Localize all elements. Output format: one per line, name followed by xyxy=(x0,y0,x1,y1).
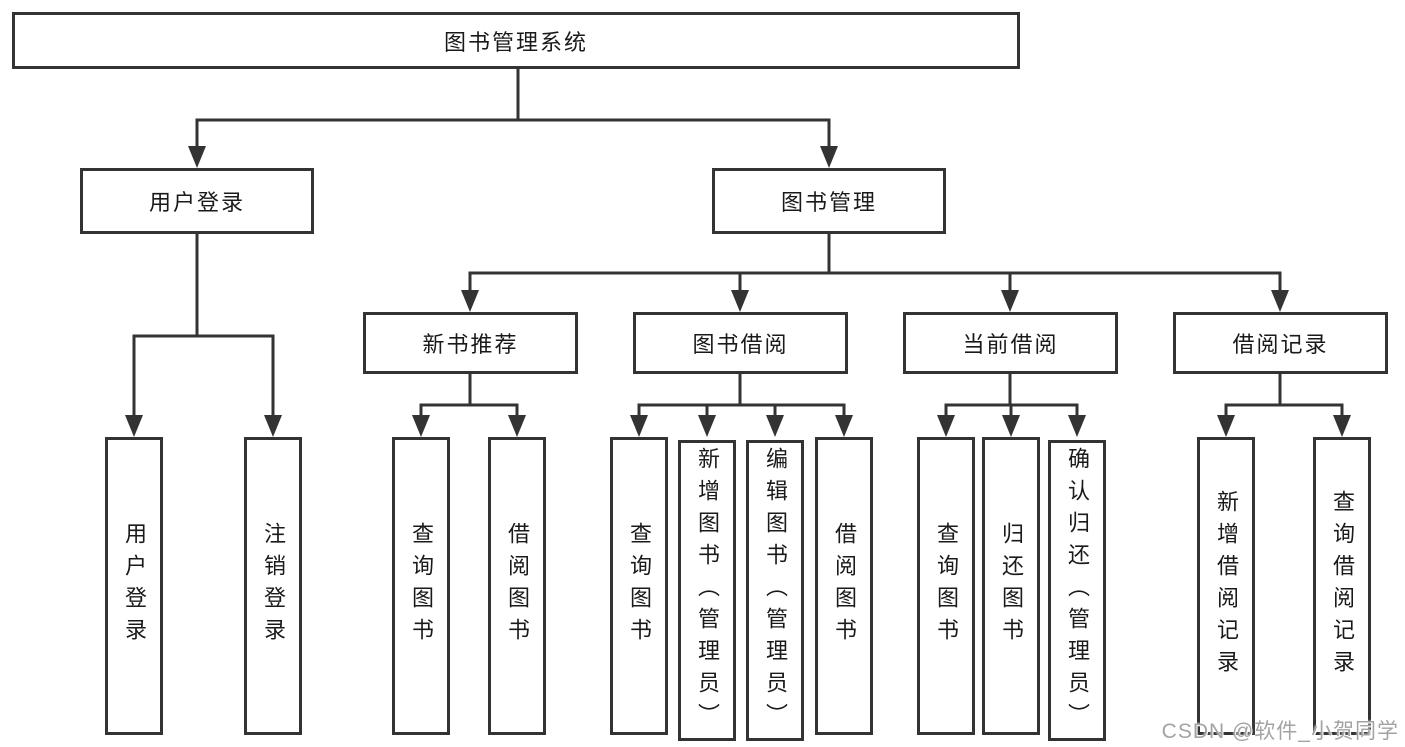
connector-book-management-children xyxy=(468,232,1282,293)
connector-user-login-children xyxy=(132,232,275,418)
leaf-query-books-borrowing: 查询图书 xyxy=(610,437,668,735)
node-label: 图书借阅 xyxy=(692,332,789,357)
leaf-add-books-admin: 新增图书（管理员） xyxy=(678,440,736,741)
node-label: 注销登录 xyxy=(261,522,286,650)
leaf-query-books-recommend: 查询图书 xyxy=(392,437,450,735)
node-label: 新增图书（管理员） xyxy=(695,446,720,735)
leaf-confirm-return-admin: 确认归还（管理员） xyxy=(1048,440,1106,741)
connector-borrowing-records-children xyxy=(1224,372,1344,418)
leaf-query-books-current: 查询图书 xyxy=(917,437,975,735)
node-label: 借阅图书 xyxy=(505,522,530,650)
csdn-watermark: CSDN @软件_小贺同学 xyxy=(1161,720,1399,743)
connector-current-borrowing-children xyxy=(944,372,1079,418)
node-label: 借阅记录 xyxy=(1232,332,1329,357)
node-label: 确认归还（管理员） xyxy=(1065,446,1090,735)
leaf-query-borrow-record: 查询借阅记录 xyxy=(1313,437,1371,735)
node-label: 当前借阅 xyxy=(962,332,1059,357)
node-current-borrowing: 当前借阅 xyxy=(903,312,1118,374)
node-label: 借阅图书 xyxy=(832,522,857,650)
node-label: 查询图书 xyxy=(934,522,959,650)
node-label: 图书管理 xyxy=(780,190,877,215)
node-borrowing-records: 借阅记录 xyxy=(1173,312,1388,374)
node-label: 用户登录 xyxy=(122,522,147,650)
leaf-edit-books-admin: 编辑图书（管理员） xyxy=(746,440,804,741)
node-label: 新增借阅记录 xyxy=(1214,490,1239,682)
connector-root-to-level2 xyxy=(195,66,831,150)
leaf-add-borrow-record: 新增借阅记录 xyxy=(1197,437,1255,735)
node-label: 查询图书 xyxy=(627,522,652,650)
node-label: 查询借阅记录 xyxy=(1330,490,1355,682)
node-user-login: 用户登录 xyxy=(80,168,314,234)
leaf-return-books: 归还图书 xyxy=(982,437,1040,735)
connector-new-book-children xyxy=(419,372,519,418)
node-new-book-recommendation: 新书推荐 xyxy=(363,312,578,374)
node-label: 用户登录 xyxy=(148,190,245,215)
node-label: 图书管理系统 xyxy=(443,29,588,55)
node-library-management-system: 图书管理系统 xyxy=(12,12,1020,69)
node-book-borrowing: 图书借阅 xyxy=(633,312,848,374)
leaf-borrow-books-recommend: 借阅图书 xyxy=(488,437,546,735)
node-book-management: 图书管理 xyxy=(712,168,946,234)
connector-book-borrowing-children xyxy=(637,372,846,418)
leaf-logout: 注销登录 xyxy=(244,437,302,735)
node-label: 归还图书 xyxy=(999,522,1024,650)
leaf-user-login: 用户登录 xyxy=(105,437,163,735)
node-label: 查询图书 xyxy=(409,522,434,650)
arrowheads xyxy=(125,146,1351,437)
node-label: 新书推荐 xyxy=(422,332,519,357)
node-label: 编辑图书（管理员） xyxy=(763,446,788,735)
leaf-borrow-books-borrowing: 借阅图书 xyxy=(815,437,873,735)
